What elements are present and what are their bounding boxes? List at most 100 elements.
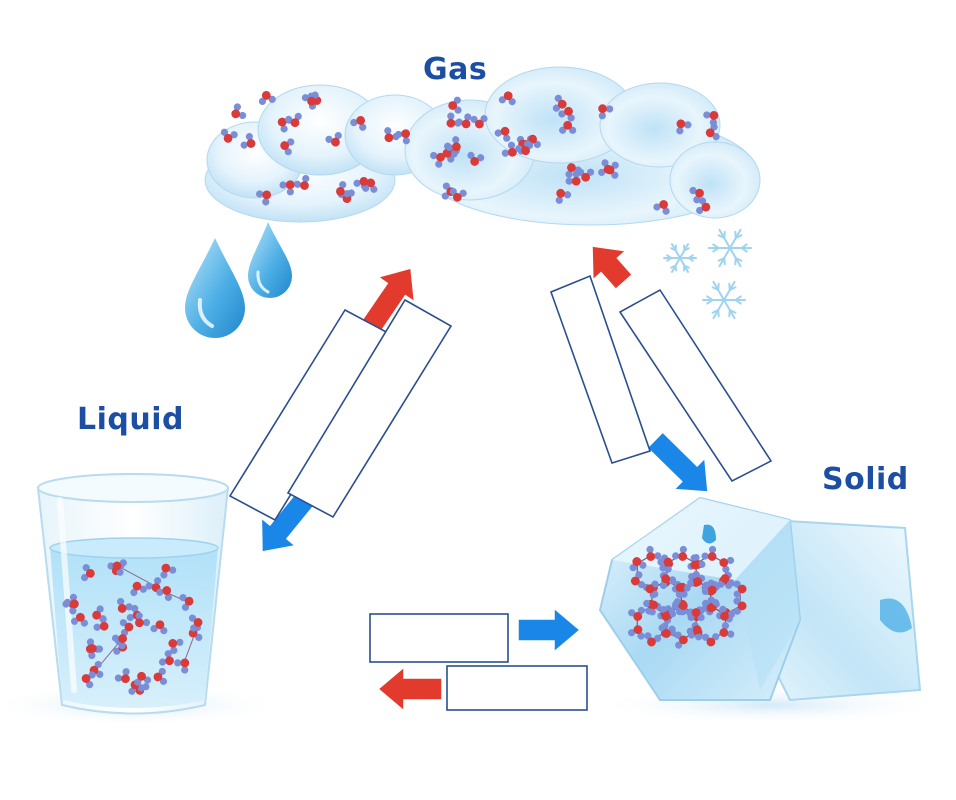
arrow-solid-to-gas — [591, 245, 634, 291]
water-molecule-icon — [705, 123, 720, 141]
ice-cube-icon — [590, 496, 950, 725]
solid-label: Solid — [822, 462, 909, 497]
water-molecule-icon — [470, 115, 488, 129]
water-molecule-icon — [701, 579, 717, 595]
water-molecule-icon — [188, 614, 203, 632]
water-molecule-icon — [130, 581, 147, 597]
water-molecule-icon — [717, 574, 735, 588]
water-molecule-icon — [515, 140, 532, 156]
water-molecule-icon — [117, 597, 133, 613]
water-molecule-icon — [494, 126, 511, 142]
water-molecule-icon — [231, 103, 247, 120]
water-molecule-icon — [558, 106, 575, 122]
water-molecule-icon — [112, 559, 127, 576]
water-molecule-icon — [645, 580, 659, 598]
water-molecule-icon — [158, 650, 174, 666]
water-molecule-icon — [689, 186, 704, 204]
water-molecule-icon — [168, 638, 184, 654]
water-molecule-icon — [153, 667, 168, 685]
water-molecule-icon — [719, 622, 735, 638]
water-molecule-icon — [659, 606, 677, 621]
water-molecule-icon — [174, 658, 190, 674]
water-molecule-icon — [445, 136, 461, 152]
water-molecule-icon — [674, 631, 688, 649]
water-molecule-icon — [63, 598, 79, 615]
gas-label: Gas — [423, 52, 488, 87]
water-molecule-icon — [220, 128, 238, 143]
water-molecule-icon — [733, 580, 747, 598]
liquid-label: Liquid — [77, 402, 184, 437]
water-drop-icon — [248, 222, 292, 298]
water-molecule-icon — [80, 564, 95, 582]
snowflake-icon — [708, 228, 752, 268]
water-molecule-icon — [733, 597, 747, 615]
answer-box-gas-solid-right[interactable] — [618, 288, 773, 483]
water-molecule-icon — [658, 624, 676, 638]
water-molecule-icon — [467, 151, 485, 166]
water-drop-icon — [185, 238, 245, 338]
water-molecule-icon — [659, 574, 677, 590]
water-molecule-icon — [696, 197, 711, 215]
water-molecule-icon — [702, 633, 720, 647]
water-molecule-icon — [565, 170, 581, 186]
water-molecule-icon — [653, 200, 670, 215]
arrow-gas-to-liquid — [260, 489, 316, 553]
water-molecule-icon — [576, 168, 595, 182]
water-molecule-icon — [353, 177, 370, 192]
water-molecule-icon — [630, 571, 646, 589]
arrow-solid-to-liquid — [376, 665, 443, 713]
water-molecule-icon — [687, 571, 703, 587]
water-molecule-icon — [448, 96, 462, 114]
water-molecule-icon — [559, 120, 577, 134]
water-molecule-icon — [675, 583, 691, 599]
water-molecule-icon — [336, 181, 351, 198]
water-molecule-icon — [598, 104, 614, 120]
water-molecule-icon — [92, 605, 107, 623]
water-molecule-icon — [676, 119, 692, 135]
water-molecule-icon — [279, 180, 295, 196]
water-molecule-icon — [156, 586, 173, 602]
water-molecule-icon — [256, 190, 272, 206]
water-molecule-icon — [114, 668, 130, 684]
snowflake-icon — [702, 280, 746, 320]
arrow-liquid-to-gas — [359, 267, 416, 336]
answer-box-liquid-gas-right[interactable] — [286, 298, 453, 519]
water-molecule-icon — [501, 141, 517, 157]
water-molecule-icon — [701, 545, 717, 561]
water-molecule-icon — [179, 593, 194, 611]
answer-box-liquid-gas-left[interactable] — [228, 308, 392, 522]
arrow-liquid-to-solid — [517, 606, 582, 654]
water-molecule-icon — [135, 612, 151, 628]
water-molecule-icon — [555, 188, 572, 204]
cloud-icon — [204, 66, 761, 226]
water-molecule-icon — [644, 632, 662, 647]
water-molecule-icon — [690, 554, 706, 570]
water-molecule-icon — [627, 625, 645, 640]
water-molecule-icon — [449, 187, 467, 202]
answer-box-liquid-solid-top[interactable] — [369, 613, 509, 663]
water-molecule-icon — [111, 634, 127, 650]
water-molecule-icon — [81, 671, 96, 689]
water-molecule-icon — [285, 112, 302, 128]
water-molecule-icon — [134, 671, 152, 686]
water-molecule-icon — [672, 545, 688, 561]
water-molecule-icon — [646, 545, 662, 561]
water-molecule-icon — [719, 605, 735, 621]
water-molecule-icon — [643, 599, 659, 616]
water-molecule-icon — [301, 91, 319, 106]
answer-box-gas-solid-left[interactable] — [549, 274, 652, 464]
water-molecule-icon — [657, 557, 673, 573]
snowflake-icon — [663, 243, 697, 273]
answer-box-liquid-solid-bottom[interactable] — [446, 665, 588, 711]
water-molecule-icon — [293, 174, 310, 190]
water-molecule-icon — [687, 608, 705, 622]
water-molecule-icon — [87, 644, 104, 660]
water-molecule-icon — [629, 557, 647, 572]
water-molecule-icon — [686, 625, 703, 641]
water-molecule-icon — [598, 159, 613, 176]
water-molecule-icon — [258, 91, 276, 105]
water-molecule-icon — [430, 151, 445, 168]
water-molecule-icon — [455, 113, 472, 129]
water-molecule-icon — [325, 132, 342, 147]
